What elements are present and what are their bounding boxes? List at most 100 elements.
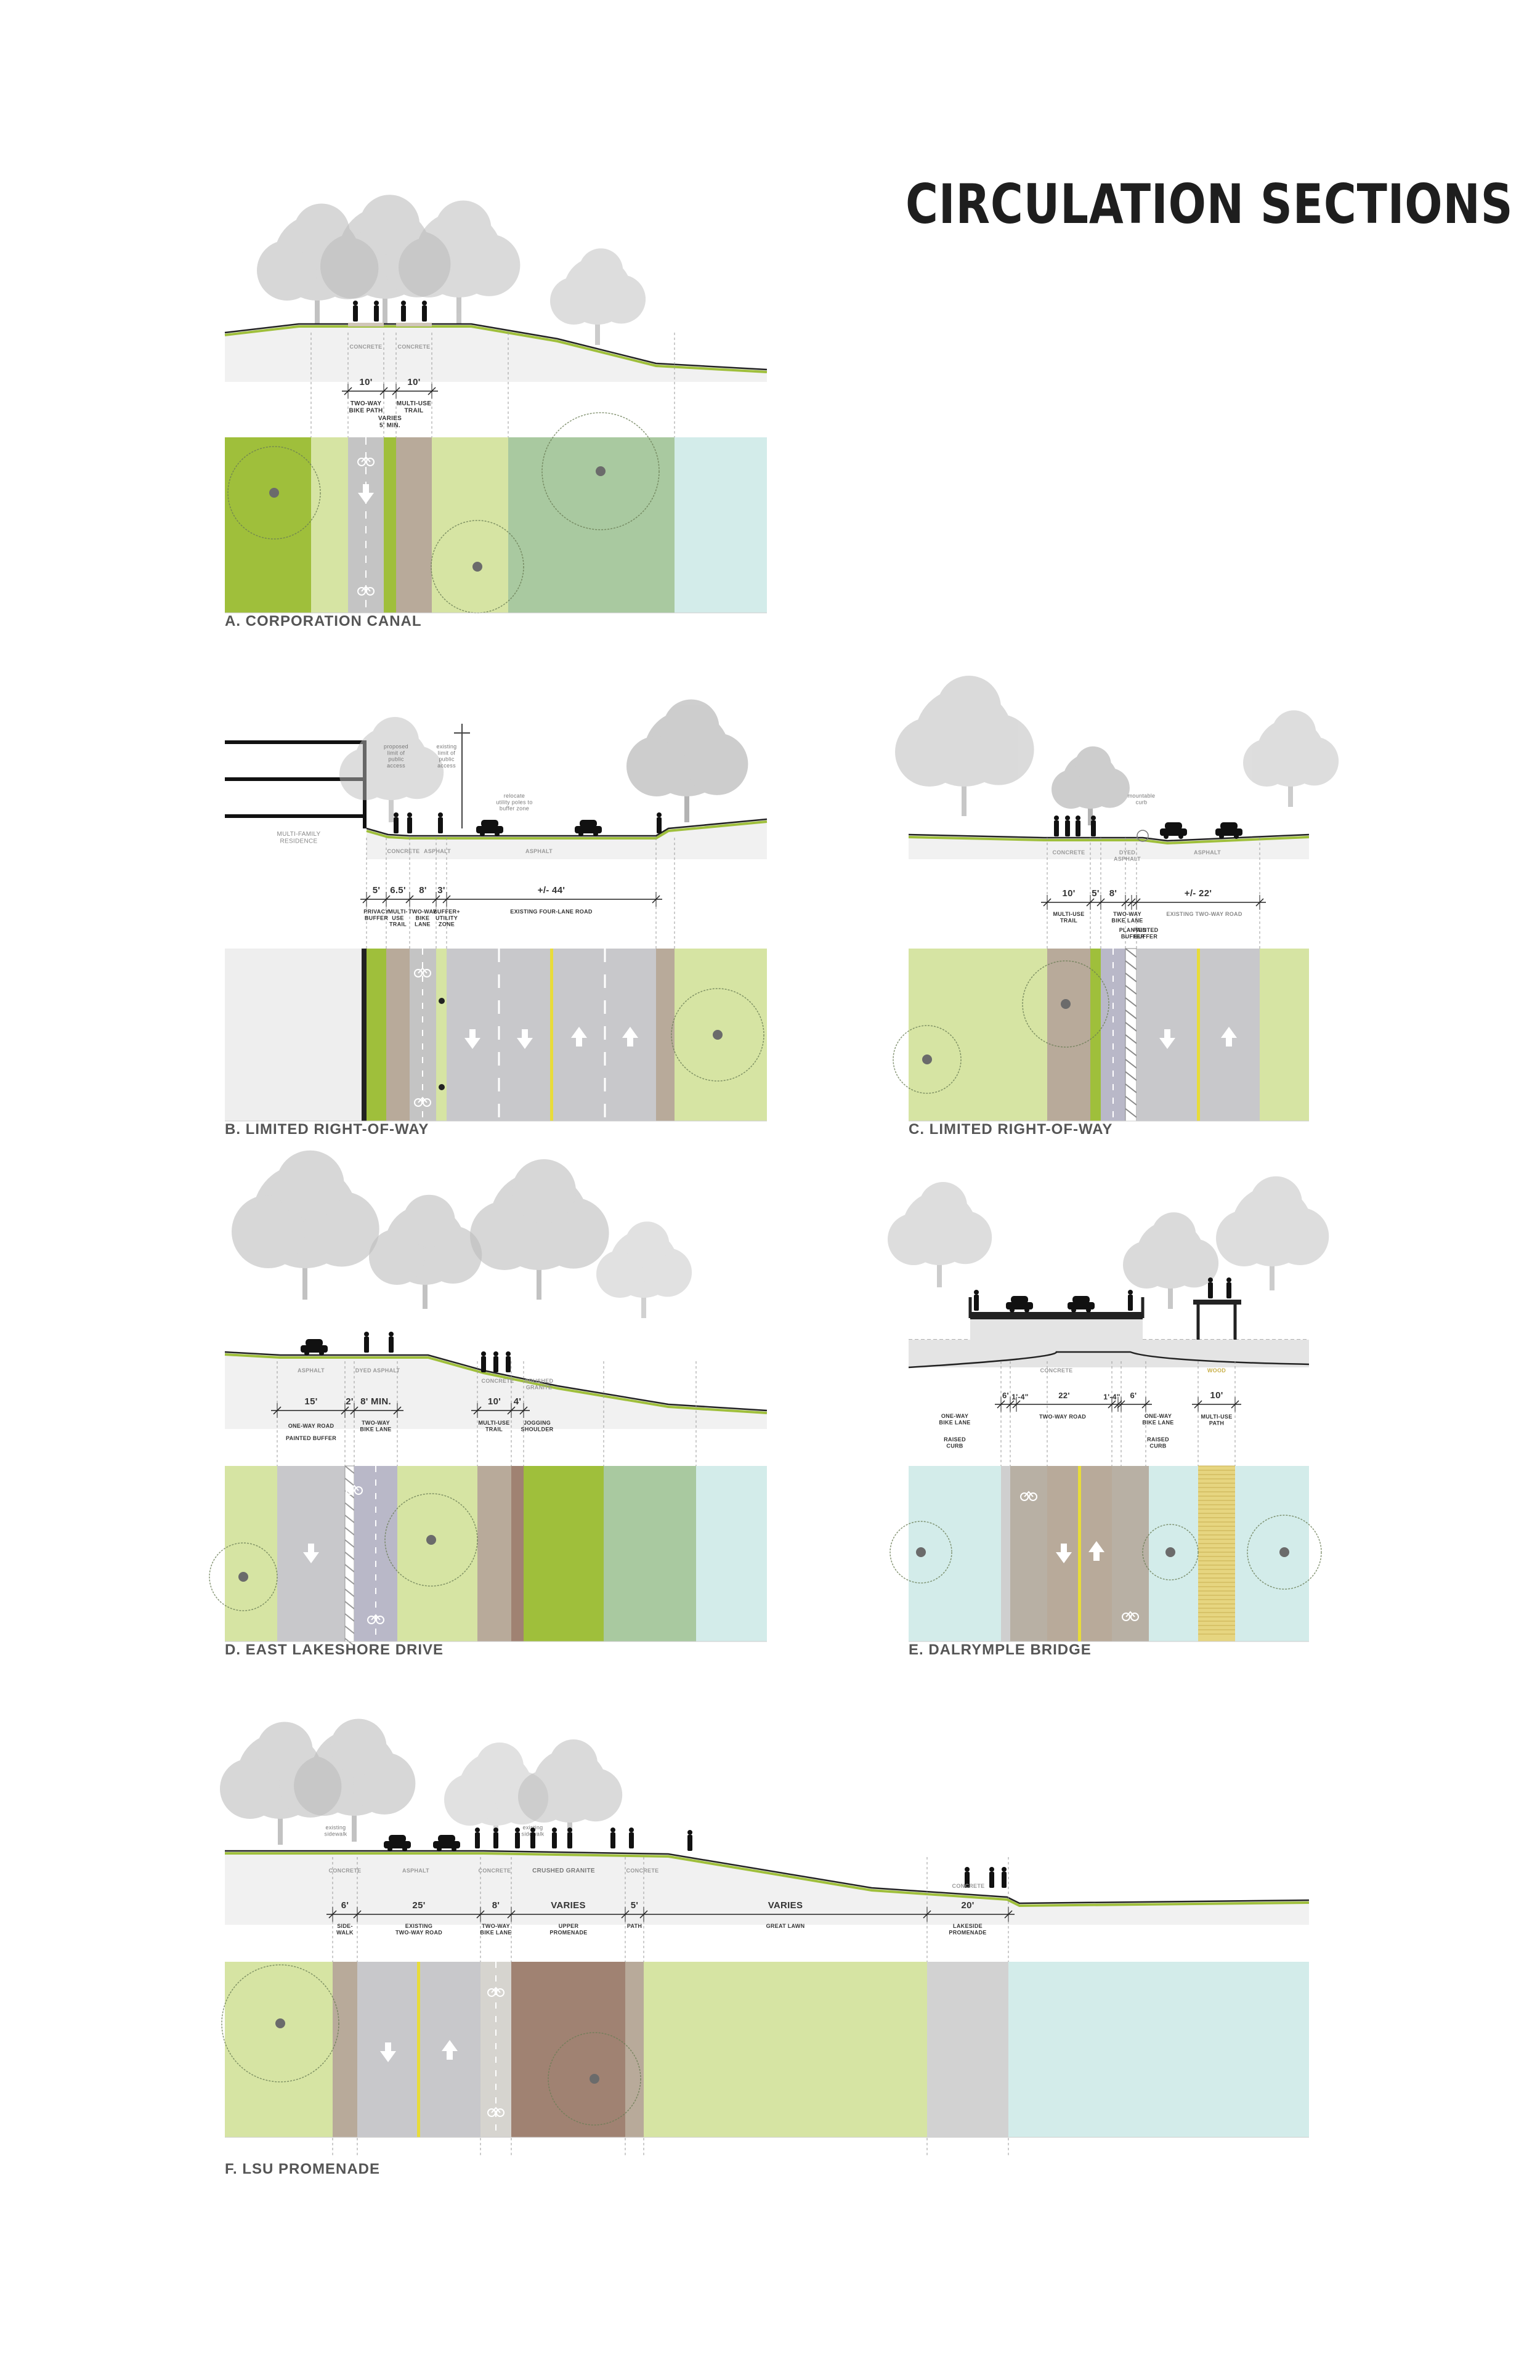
tree-icon: [470, 1159, 609, 1300]
upper-promenade: [511, 1962, 625, 2137]
person-icon: [1128, 1290, 1133, 1311]
person-icon: [1076, 816, 1080, 836]
person-icon: [974, 1290, 979, 1311]
dim-label: TWO-WAY ROAD: [1039, 1414, 1086, 1420]
car-icon: [384, 1835, 411, 1852]
tree-icon: [626, 699, 748, 822]
lake-water: [696, 1466, 767, 1641]
tree-trunk-dot: [590, 2074, 599, 2084]
tree-icon: [232, 1150, 379, 1300]
bike-lane: [1112, 1466, 1149, 1641]
hatch-line: [344, 1552, 355, 1560]
hatch-line: [344, 1589, 355, 1597]
dim-value: 10': [1210, 1390, 1223, 1401]
arrow-up-icon: [1221, 1027, 1237, 1046]
dim-value: 25': [412, 1900, 425, 1911]
yellow-center-line: [1197, 949, 1200, 1121]
material-label: ASPHALT: [298, 1367, 325, 1374]
material-label: CONCRETE: [1040, 1367, 1073, 1374]
car-icon: [1006, 1296, 1033, 1313]
tree-icon: [1123, 1212, 1219, 1309]
material-label: DYED ASPHALT: [355, 1367, 400, 1374]
ground-line-fill: [225, 324, 767, 382]
multi-use-trail: [396, 437, 432, 613]
tree-canopy-icon: [221, 1964, 339, 2082]
grass-strip: [311, 437, 348, 613]
section-f-drawing: existingsidewalkexistingsidewalkCONCRETE…: [220, 1718, 1310, 2156]
bike-lane: [1010, 1466, 1047, 1641]
dim-value: 5': [631, 1900, 639, 1911]
hatch-line: [1125, 1096, 1137, 1106]
dim-label: EXISTING TWO-WAY ROAD: [1166, 911, 1242, 917]
person-icon: [1208, 1277, 1213, 1298]
concrete-path: [348, 323, 384, 326]
bike-icon: [357, 585, 375, 596]
bike-icon: [487, 1986, 505, 1997]
person-icon: [506, 1351, 511, 1372]
material-label: CONCRETE: [387, 848, 420, 854]
utility-pole-dot: [439, 1084, 445, 1090]
section-e-caption: E. DALRYMPLE BRIDGE: [909, 1641, 1092, 1658]
hatch-line: [344, 1527, 355, 1536]
hatch-line: [344, 1564, 355, 1572]
boardwalk-deck: [1193, 1300, 1241, 1305]
person-icon: [394, 812, 399, 833]
bike-icon: [357, 456, 375, 466]
material-label: CONCRETE: [329, 1868, 362, 1874]
tree-icon: [550, 248, 646, 345]
wood-boardwalk: [1198, 1466, 1235, 1641]
tree-canopy-icon: [1247, 1515, 1322, 1590]
section-f: existingsidewalkexistingsidewalkCONCRETE…: [220, 1703, 1310, 2184]
material-label: CONCRETE: [1053, 849, 1085, 856]
section-c-caption: C. LIMITED RIGHT-OF-WAY: [909, 1121, 1113, 1138]
person-icon: [389, 1332, 394, 1353]
person-icon: [407, 812, 412, 833]
dim-value: 8': [1109, 888, 1117, 899]
tree-canopy-icon: [1022, 960, 1109, 1048]
dim-value: +/- 44': [538, 885, 565, 896]
bike-path: [348, 437, 384, 613]
tree-canopy-zone: [604, 1466, 696, 1641]
hatch-line: [344, 1539, 355, 1548]
tree-icon: [518, 1739, 623, 1845]
bike-icon: [367, 1614, 384, 1624]
dim-value: 6': [1002, 1391, 1009, 1400]
ground-line: [225, 1850, 1310, 1904]
person-icon: [438, 812, 443, 833]
bike-icon: [346, 1484, 363, 1495]
ground-line: [908, 833, 1310, 842]
dim-value: 1'-4": [1011, 1393, 1028, 1401]
hatch-line: [1125, 985, 1137, 995]
tree-canopy-icon: [1142, 1524, 1199, 1581]
hatch-line: [1125, 960, 1137, 970]
dim-value: 1'-4": [1103, 1393, 1120, 1401]
ground-line-grass: [366, 820, 768, 840]
dim-value: 6': [341, 1900, 349, 1911]
person-icon: [493, 1351, 498, 1372]
person-icon: [401, 301, 406, 322]
planting-strip: [384, 437, 396, 613]
dim-value: +/- 22': [1185, 888, 1212, 899]
hatch-line: [344, 1625, 355, 1634]
tree-icon: [895, 676, 1034, 816]
arrow-down-icon: [464, 1029, 480, 1049]
material-label: CRUSHED GRANITE: [532, 1868, 595, 1874]
section-f-caption: F. LSU PROMENADE: [225, 2161, 381, 2177]
arrow-up-icon: [1088, 1541, 1104, 1561]
